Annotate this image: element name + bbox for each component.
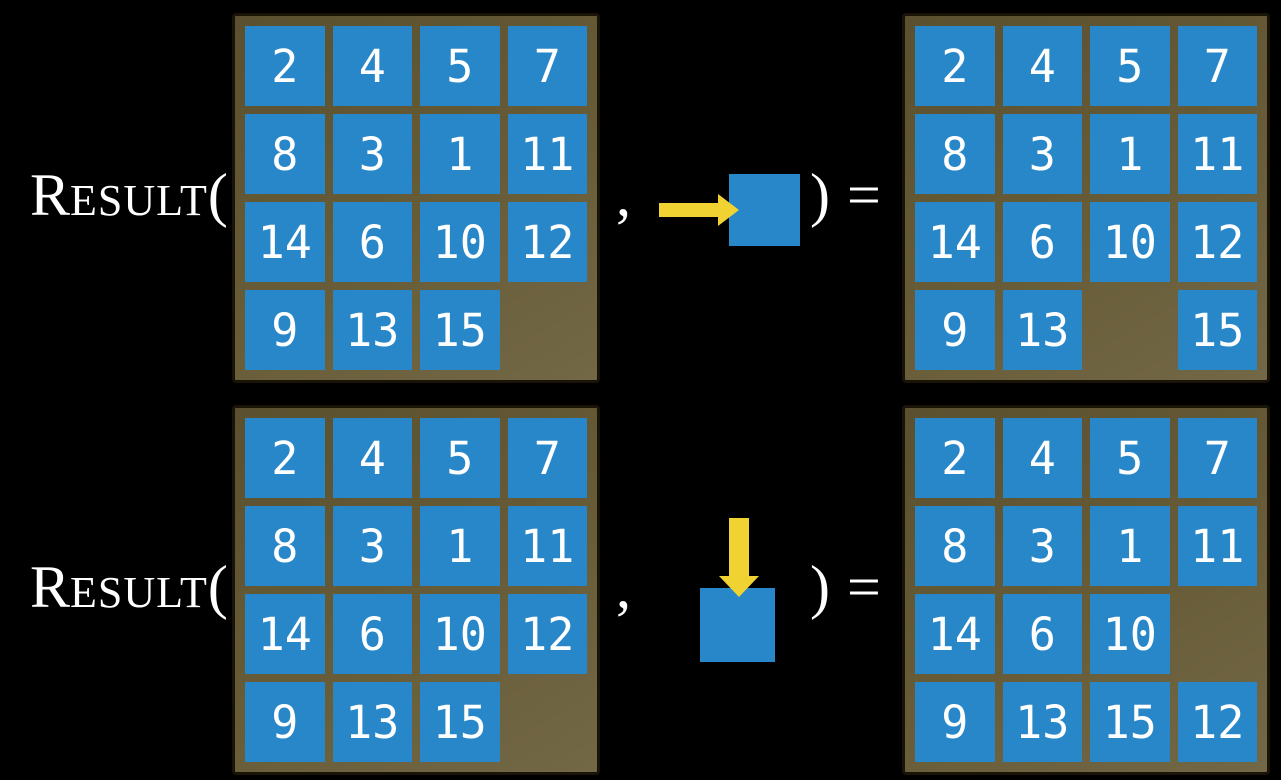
tile-9: 9 [245,290,325,370]
tile-14: 14 [915,594,995,674]
tile-3: 3 [332,114,412,194]
tile-1: 1 [420,506,500,586]
close-paren: ) [810,162,830,228]
tile-9: 9 [915,682,995,762]
tile-6: 6 [1002,202,1082,282]
result-label-cap: R [30,162,71,228]
close-paren-equals: )= [810,552,881,622]
tile-3: 3 [1002,114,1082,194]
tile-10: 10 [420,202,500,282]
tile-11: 11 [1177,114,1257,194]
arrow-down-icon [719,518,759,597]
action-slide-right [659,174,800,246]
tile-15: 15 [420,290,500,370]
tile-10: 10 [1090,202,1170,282]
tile-14: 14 [245,594,325,674]
tile-10: 10 [1090,594,1170,674]
tile-4: 4 [332,26,412,106]
moved-tile-square [700,588,775,662]
tile-12: 12 [507,202,587,282]
tile-2: 2 [245,26,325,106]
tile-14: 14 [915,202,995,282]
tile-13: 13 [332,682,412,762]
open-paren: ( [207,162,228,228]
tile-5: 5 [1090,26,1170,106]
tile-9: 9 [245,682,325,762]
tile-1: 1 [1090,506,1170,586]
tile-7: 7 [1177,26,1257,106]
tile-8: 8 [915,114,995,194]
tile-15: 15 [1177,290,1257,370]
moved-tile-square [729,174,800,246]
tile-5: 5 [420,26,500,106]
open-paren: ( [207,554,228,620]
tile-7: 7 [507,418,587,498]
tile-3: 3 [332,506,412,586]
result-function-label: RESULT( [30,160,228,236]
tile-2: 2 [915,418,995,498]
tile-2: 2 [915,26,995,106]
arrow-right-icon [659,194,739,226]
tile-14: 14 [245,202,325,282]
tile-4: 4 [1002,418,1082,498]
tile-12: 12 [507,594,587,674]
tile-11: 11 [507,506,587,586]
empty-cell [508,290,588,370]
tile-15: 15 [420,682,500,762]
tile-12: 12 [1177,202,1257,282]
close-paren: ) [810,554,830,620]
tile-4: 4 [1002,26,1082,106]
empty-cell [508,682,588,762]
tile-12: 12 [1177,682,1257,762]
tile-15: 15 [1090,682,1170,762]
tile-5: 5 [1090,418,1170,498]
empty-cell [1090,290,1170,370]
tile-2: 2 [245,418,325,498]
tile-8: 8 [245,506,325,586]
tile-8: 8 [245,114,325,194]
tile-11: 11 [1177,506,1257,586]
tile-13: 13 [332,290,412,370]
tile-8: 8 [915,506,995,586]
tile-11: 11 [507,114,587,194]
tile-6: 6 [332,594,412,674]
tile-3: 3 [1002,506,1082,586]
tile-1: 1 [1090,114,1170,194]
tile-6: 6 [1002,594,1082,674]
tile-7: 7 [507,26,587,106]
empty-cell [1178,594,1258,674]
equals-sign: = [846,554,881,620]
equals-sign: = [846,162,881,228]
tile-4: 4 [332,418,412,498]
tile-5: 5 [420,418,500,498]
comma: , [616,162,631,228]
result-function-label: RESULT( [30,552,228,628]
tile-10: 10 [420,594,500,674]
tile-13: 13 [1002,682,1082,762]
tile-1: 1 [420,114,500,194]
close-paren-equals: )= [810,160,881,230]
comma: , [616,554,631,620]
tile-13: 13 [1002,290,1082,370]
result-label-cap: R [30,554,71,620]
tile-6: 6 [332,202,412,282]
action-slide-down [700,518,775,662]
result-label-rest: ESULT [70,568,208,617]
result-label-rest: ESULT [70,176,208,225]
tile-9: 9 [915,290,995,370]
tile-7: 7 [1177,418,1257,498]
